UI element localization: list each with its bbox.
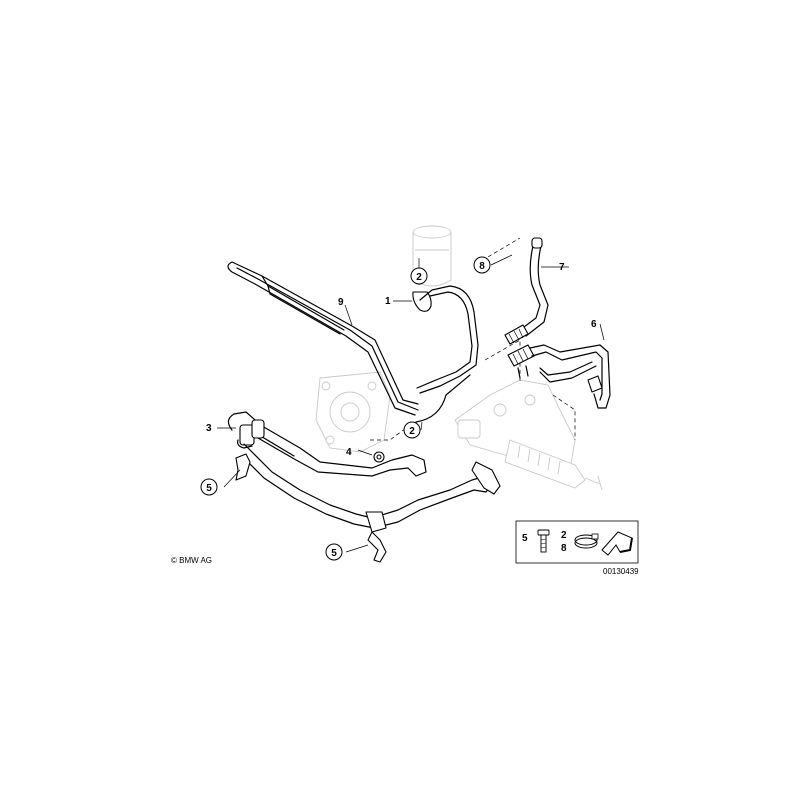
callout-4: 4 [346,447,352,458]
pump-ghost [315,371,391,453]
legend-label-5: 5 [522,533,528,544]
callout-5-bottom: 5 [331,548,337,559]
drawing-number: 00130439 [603,567,639,576]
callouts: 1 2 8 7 6 9 2 3 4 5 5 [200,256,597,561]
callout-2-bottom: 2 [409,426,415,437]
return-hose-1 [412,285,479,423]
callout-9: 9 [338,297,344,308]
callout-2-top-circle [410,267,428,285]
legend-label-8: 8 [561,543,567,554]
arrow-icon-shade [619,537,633,553]
pressure-line-6 [507,344,611,409]
callout-8-circle [473,256,491,274]
legend-label-2: 2 [561,530,567,541]
callout-5-left-circle [200,478,218,496]
hose-7 [504,237,549,345]
callout-2-bottom-circle [403,421,421,439]
pressure-hose-3 [227,411,427,477]
parts-legend: 5 2 8 [515,520,639,564]
bolt-icon [537,529,550,553]
cooler-loop-9 [227,261,419,416]
lower-hose [235,443,501,563]
callout-6: 6 [591,319,597,330]
callout-8: 8 [479,261,485,272]
copyright-text: © BMW AG [171,556,212,565]
callout-2-top: 2 [416,272,422,283]
callout-7: 7 [559,262,565,273]
hose-clamp-icon [574,533,599,549]
callout-1: 1 [385,296,391,307]
callout-3: 3 [206,423,212,434]
steering-rack-ghost [454,379,603,491]
callout-5-left: 5 [206,483,212,494]
callout-5-bottom-circle [325,543,343,561]
